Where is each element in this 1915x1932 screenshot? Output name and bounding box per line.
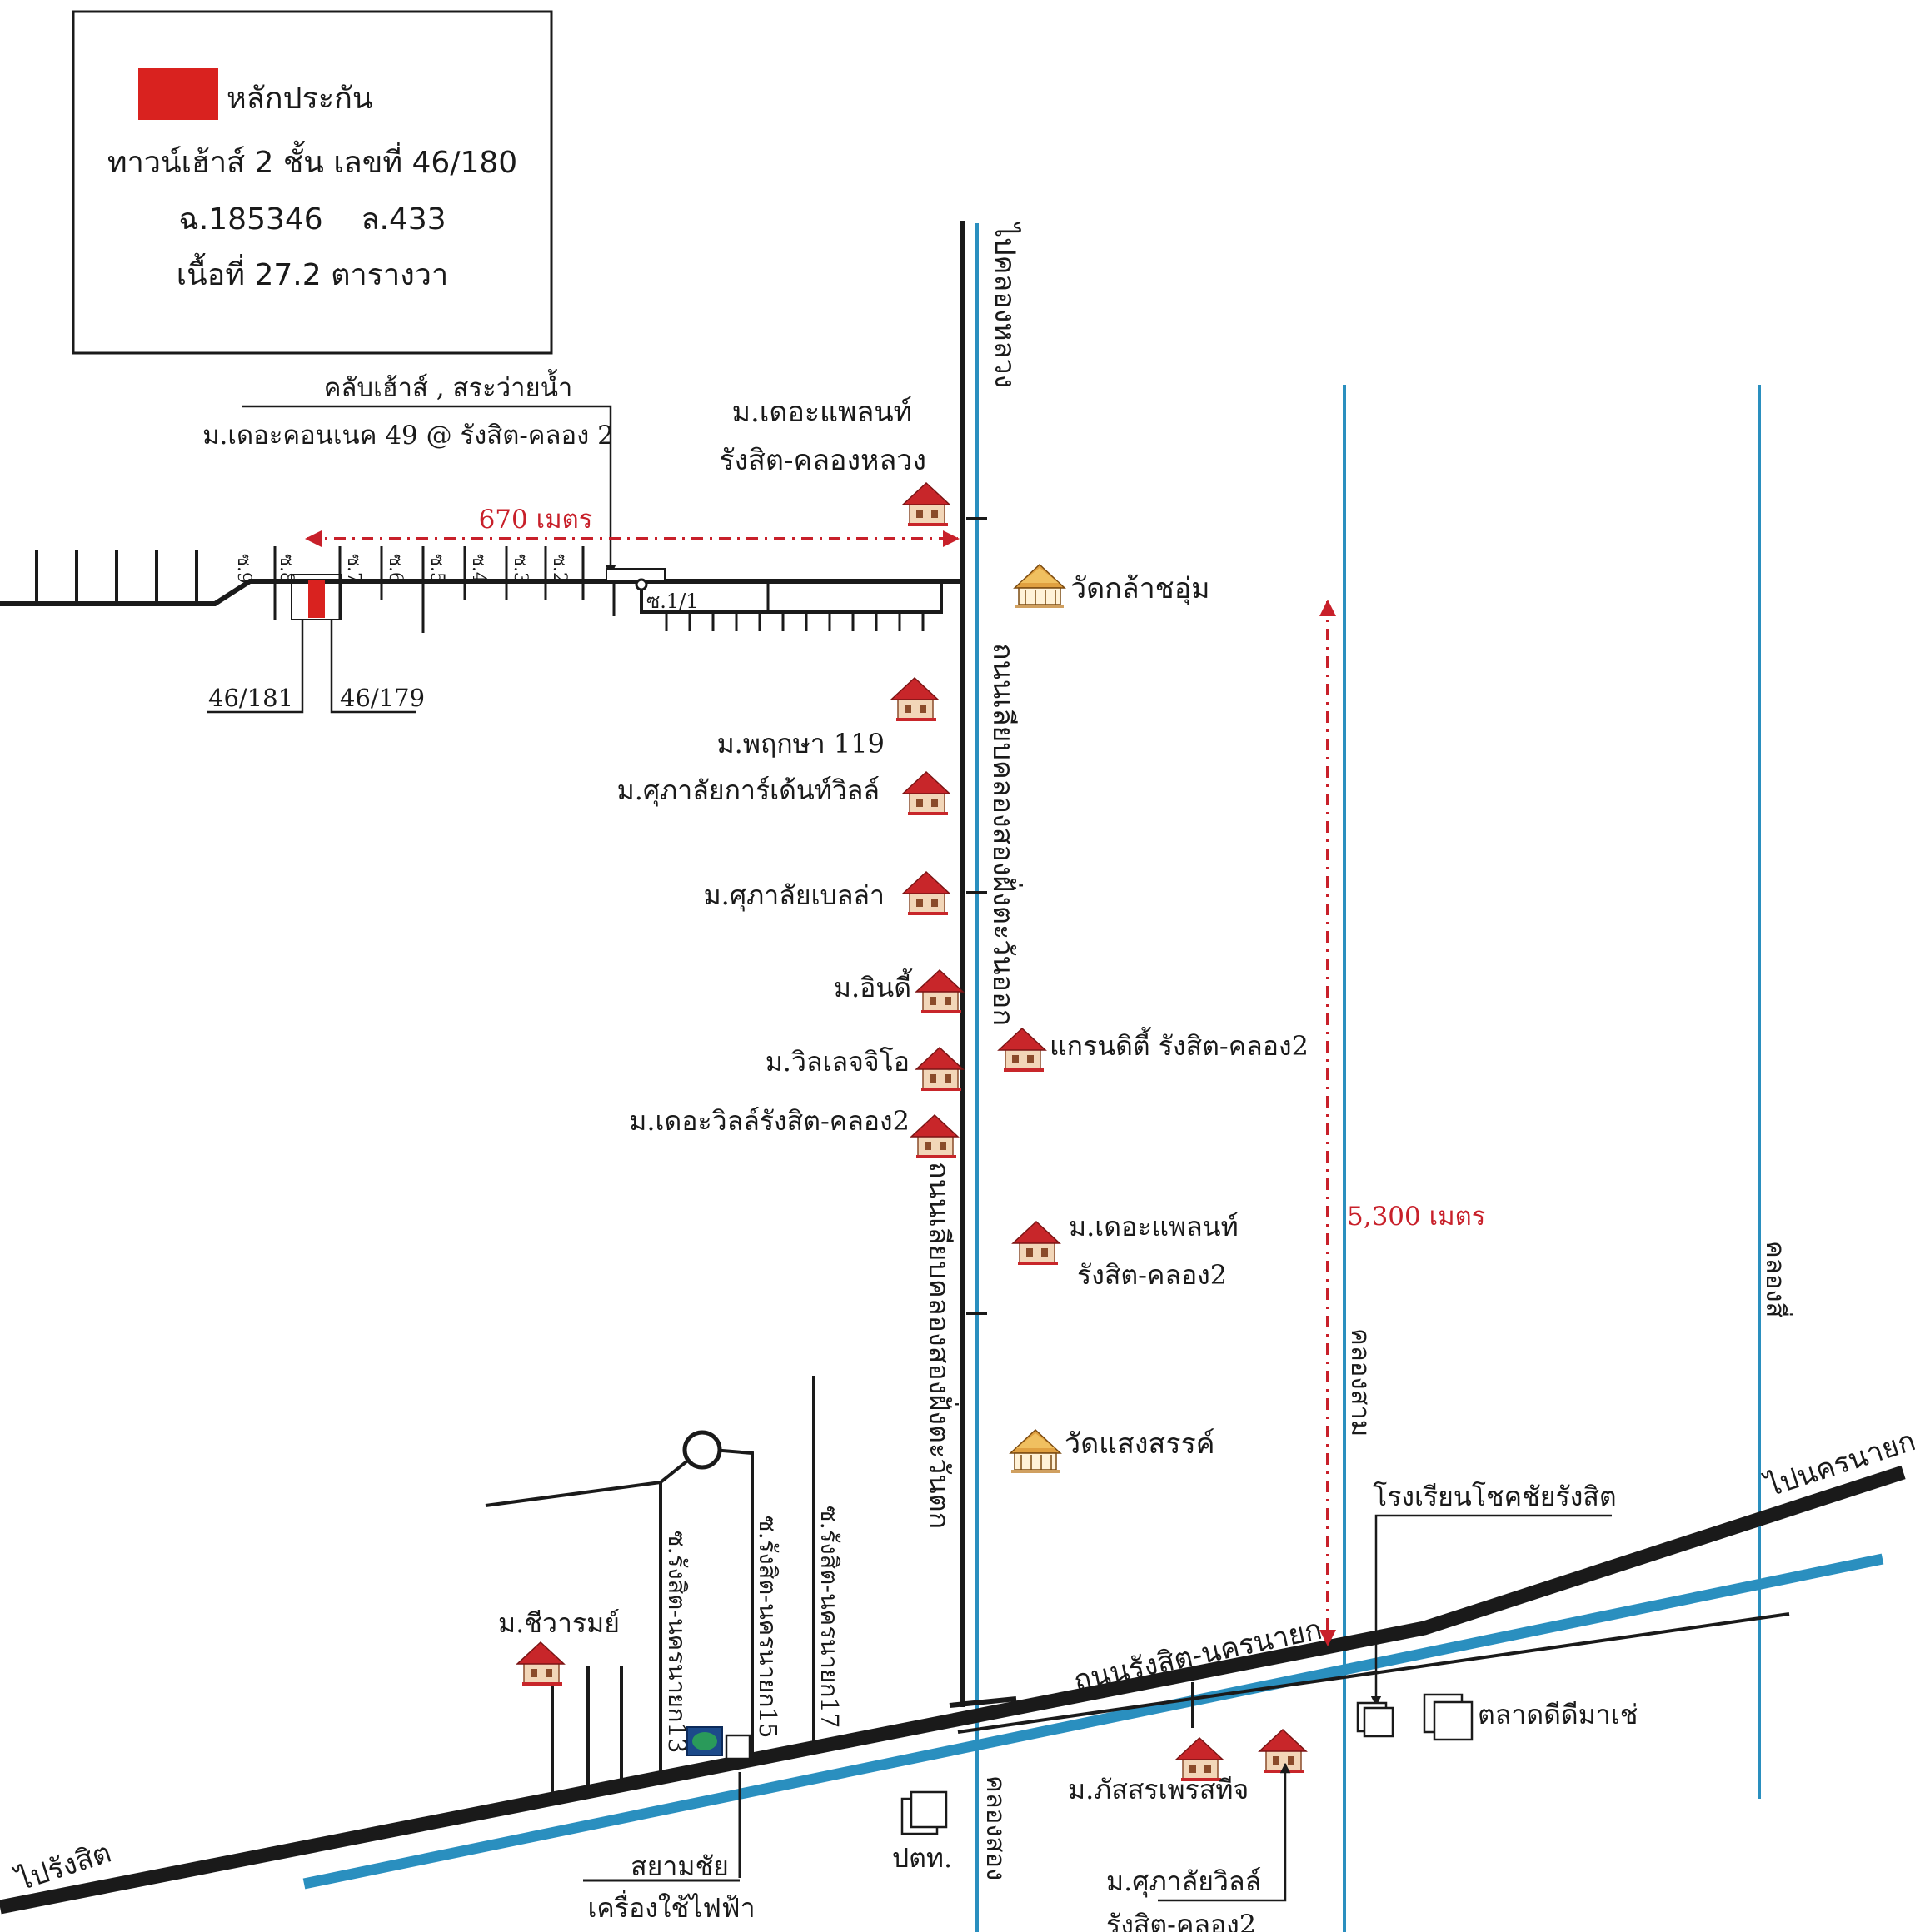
house-icon	[516, 1641, 565, 1686]
legend-title: หลักประกัน	[227, 82, 373, 116]
village-gio-label: ม.วิลเลจจิโอ	[766, 1046, 910, 1078]
house-icon	[915, 1047, 964, 1092]
legend-box: หลักประกัน ทาวน์เฮ้าส์ 2 ชั้น เลขที่ 46/…	[72, 10, 553, 355]
temple-icon	[1010, 1429, 1061, 1474]
house-icon	[910, 1114, 959, 1159]
chewarom-label: ม.ชีวารมย์	[498, 1607, 620, 1639]
plot-46-181-label: 46/181	[208, 684, 293, 712]
road-lines	[0, 221, 1906, 1915]
distance-horizontal: 670 เมตร	[305, 505, 960, 547]
house-icon	[1259, 1729, 1307, 1774]
supalai-leader	[1158, 1762, 1291, 1902]
callout-line2: ม.เดอะคอนเนค 49 @ รังสิต-คลอง 2	[202, 421, 614, 451]
siamchai-box	[725, 1734, 751, 1760]
plant-k2-label-2: รังสิต-คลอง2	[1077, 1259, 1227, 1291]
siamchai-label-1: สยามชัย	[631, 1850, 729, 1882]
subject-plot: 46/181 46/179	[207, 574, 425, 714]
house-icon	[902, 482, 950, 527]
pruksa-label: ม.พฤกษา 119	[717, 728, 885, 759]
callout-line1: คลับเฮ้าส์ , สระว่ายน้ำ	[324, 369, 573, 403]
wat-saeng-label: วัดแสงสรรค์	[1065, 1427, 1214, 1461]
landmarks: ม.เดอะแพลนท์ รังสิต-คลองหลวง วัดกล้าชอุ่…	[498, 396, 1638, 1932]
soi-5-label: ซ.5	[426, 554, 447, 584]
house-icon	[902, 871, 950, 916]
callout-clubhouse: คลับเฮ้าส์ , สระว่ายน้ำ ม.เดอะคอนเนค 49 …	[202, 369, 616, 576]
legend-line3: เนื้อที่ 27.2 ตารางวา	[177, 252, 448, 292]
bella-label: ม.ศุภาลัยเบลล่า	[704, 879, 885, 912]
soi-8-label: ซ.8	[276, 554, 297, 584]
road-frontage-upper-label: ถนนเลียบคลองสองฝั่งตะวันออก	[986, 643, 1023, 1026]
house-icon	[915, 969, 964, 1014]
road-to-khlong-luang-label: ไปคลองหลวง	[988, 221, 1021, 388]
school-leader	[1370, 1514, 1612, 1707]
soi-labels: ซ.9 ซ.8 ซ.7 ซ.6 ซ.5 ซ.4 ซ.3 ซ.2 ซ.1/1	[233, 554, 699, 613]
supalai-label-2: รังสิต-คลอง2	[1106, 1909, 1256, 1932]
house-icon	[1012, 1221, 1060, 1266]
pattharaphet-label: ม.ภัสสรเพรสทีจ	[1068, 1774, 1249, 1805]
soi-7-label: ซ.7	[343, 554, 364, 584]
legend-line2: ฉ.185346 ล.433	[178, 202, 446, 237]
school-label: โรงเรียนโชคชัยรังสิต	[1373, 1481, 1617, 1512]
road-soi-17-label: ซ.รังสิต-นครนายก17	[815, 1506, 844, 1728]
soi-2-label: ซ.2	[549, 554, 570, 584]
the-ville-label: ม.เดอะวิลล์รังสิต-คลอง2	[629, 1105, 910, 1137]
road-soi-13-label: ซ.รังสิต-นครนายก13	[663, 1531, 691, 1753]
supalai-label-1: ม.ศุภาลัยวิลล์	[1106, 1865, 1261, 1898]
grand-ditty-label: แกรนดิตี้ รังสิต-คลอง2	[1050, 1027, 1309, 1062]
canal-labels: คลองสอง คลองสาม คลองสี่	[980, 1241, 1793, 1880]
house-icon	[890, 677, 939, 722]
plot-46-179-label: 46/179	[340, 684, 425, 712]
plant-k2-label-1: ม.เดอะแพลนท์	[1069, 1211, 1239, 1242]
road-frontage-lower-label: ถนนเลียบคลองสองฝั่งตะวันตก	[922, 1162, 959, 1529]
temple-icon	[1014, 564, 1065, 609]
ptt-label: ปตท.	[892, 1842, 952, 1874]
wat-kla-label: วัดกล้าชอุ่ม	[1070, 572, 1210, 605]
soi-3-label: ซ.3	[510, 554, 531, 584]
road-soi-15-label: ซ.รังสิต-นครนายก15	[754, 1516, 782, 1738]
soi-1-1-label: ซ.1/1	[646, 590, 699, 613]
market-label: ตลาดดีดีมาเช่	[1478, 1699, 1638, 1730]
siamchai-label-2: เครื่องใช้ไฟฟ้า	[587, 1890, 755, 1924]
plant-luang-label-1: ม.เดอะแพลนท์	[732, 396, 912, 429]
house-icon	[902, 771, 950, 816]
canal-2-label: คลองสอง	[980, 1775, 1010, 1880]
garden-label: ม.ศุภาลัยการ์เด้นท์วิลล์	[617, 774, 880, 807]
canal-4-label: คลองสี่	[1760, 1241, 1793, 1317]
indy-label: ม.อินดี้	[834, 968, 914, 1003]
house-icon	[998, 1028, 1046, 1073]
roundabout	[682, 1430, 722, 1470]
plant-luang-label-2: รังสิต-คลองหลวง	[719, 444, 926, 477]
distance-vertical: 5,300 เมตร	[1319, 600, 1485, 1646]
distance-670-label: 670 เมตร	[479, 505, 593, 535]
legend-line1: ทาวน์เฮ้าส์ 2 ชั้น เลขที่ 46/180	[107, 140, 517, 180]
soi-6-label: ซ.6	[385, 554, 406, 584]
canal-3-label: คลองสาม	[1345, 1328, 1375, 1437]
plot-46-180	[308, 580, 325, 618]
soi-4-label: ซ.4	[468, 554, 489, 584]
distance-5300-label: 5,300 เมตร	[1347, 1202, 1485, 1232]
canal-lines	[302, 223, 1884, 1932]
soi-9-label: ซ.9	[233, 554, 254, 584]
legend-swatch	[138, 68, 218, 120]
